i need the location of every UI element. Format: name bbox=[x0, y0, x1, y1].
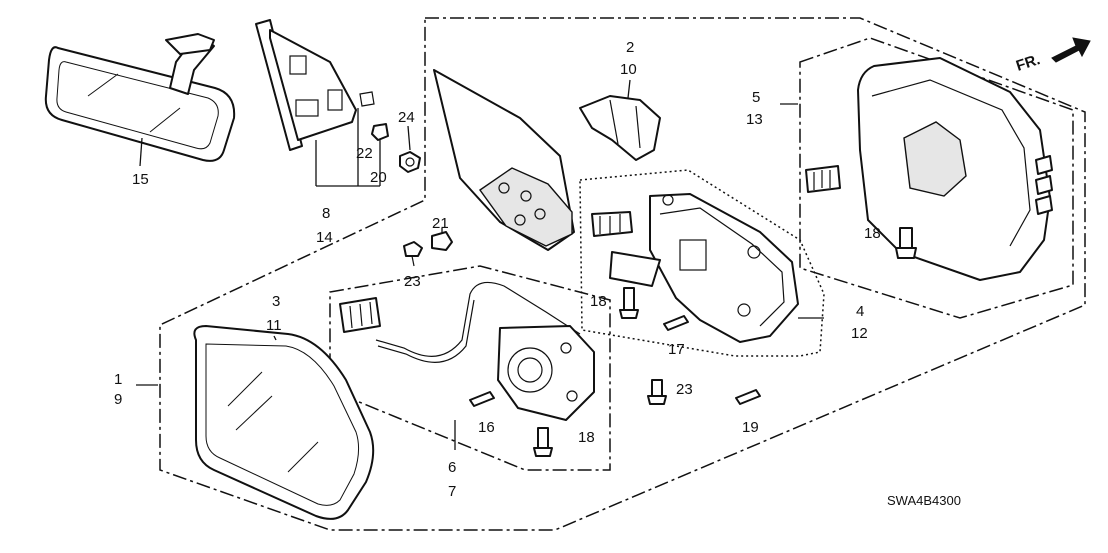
actuator-group-outline bbox=[579, 169, 825, 357]
callout-1: 1 bbox=[114, 371, 122, 388]
callout-7: 7 bbox=[448, 483, 456, 500]
diagram-code: SWA4B4300 bbox=[887, 493, 961, 508]
arrow-right-icon bbox=[1051, 37, 1091, 63]
callout-3: 3 bbox=[272, 293, 280, 310]
callout-19: 19 bbox=[742, 419, 759, 436]
callout-10: 10 bbox=[620, 61, 637, 78]
front-direction-indicator: FR. bbox=[1014, 37, 1091, 75]
screw-part-17 bbox=[663, 315, 689, 331]
callout-23-lower: 23 bbox=[676, 381, 693, 398]
callout-14: 14 bbox=[316, 229, 333, 246]
callout-18-housing: 18 bbox=[864, 225, 881, 242]
callout-18-motor: 18 bbox=[578, 429, 595, 446]
direction-label: FR. bbox=[1014, 51, 1042, 75]
screw-part-18c bbox=[533, 427, 553, 457]
mirror-base-part bbox=[433, 69, 575, 251]
nut-part bbox=[399, 125, 421, 173]
screw-part-23b bbox=[647, 379, 667, 405]
callout-16: 16 bbox=[478, 419, 495, 436]
rearview-mirror-part bbox=[44, 33, 236, 167]
mirror-housing-part bbox=[780, 57, 1053, 281]
callout-9: 9 bbox=[114, 391, 122, 408]
screw-part-16 bbox=[469, 391, 495, 407]
callout-12: 12 bbox=[851, 325, 868, 342]
callout-18-actuator: 18 bbox=[590, 293, 607, 310]
mirror-cover-part bbox=[579, 79, 661, 161]
clip-part bbox=[431, 228, 453, 251]
callout-8: 8 bbox=[322, 205, 330, 222]
callout-4: 4 bbox=[856, 303, 864, 320]
callout-20: 20 bbox=[370, 169, 387, 186]
callout-22: 22 bbox=[356, 145, 373, 162]
callout-11: 11 bbox=[266, 317, 282, 334]
assembly-outline bbox=[159, 17, 1086, 531]
callout-23-clip: 23 bbox=[404, 273, 421, 290]
screw-part-18b bbox=[619, 287, 639, 319]
mirror-motor-part bbox=[339, 281, 595, 450]
callout-2: 2 bbox=[626, 39, 634, 56]
screw-part-18a bbox=[895, 227, 917, 259]
callout-13: 13 bbox=[746, 111, 763, 128]
callout-21: 21 bbox=[432, 215, 449, 232]
mirror-switch-part bbox=[255, 19, 389, 187]
callout-15: 15 bbox=[132, 171, 149, 188]
mirror-glass-part bbox=[193, 325, 375, 520]
actuator-bracket-part bbox=[591, 193, 824, 343]
callout-5: 5 bbox=[752, 89, 760, 106]
screw-part-19 bbox=[735, 389, 761, 405]
callout-24: 24 bbox=[398, 109, 415, 126]
callout-17: 17 bbox=[668, 341, 685, 358]
screw-part-23a bbox=[403, 241, 423, 267]
callout-6: 6 bbox=[448, 459, 456, 476]
